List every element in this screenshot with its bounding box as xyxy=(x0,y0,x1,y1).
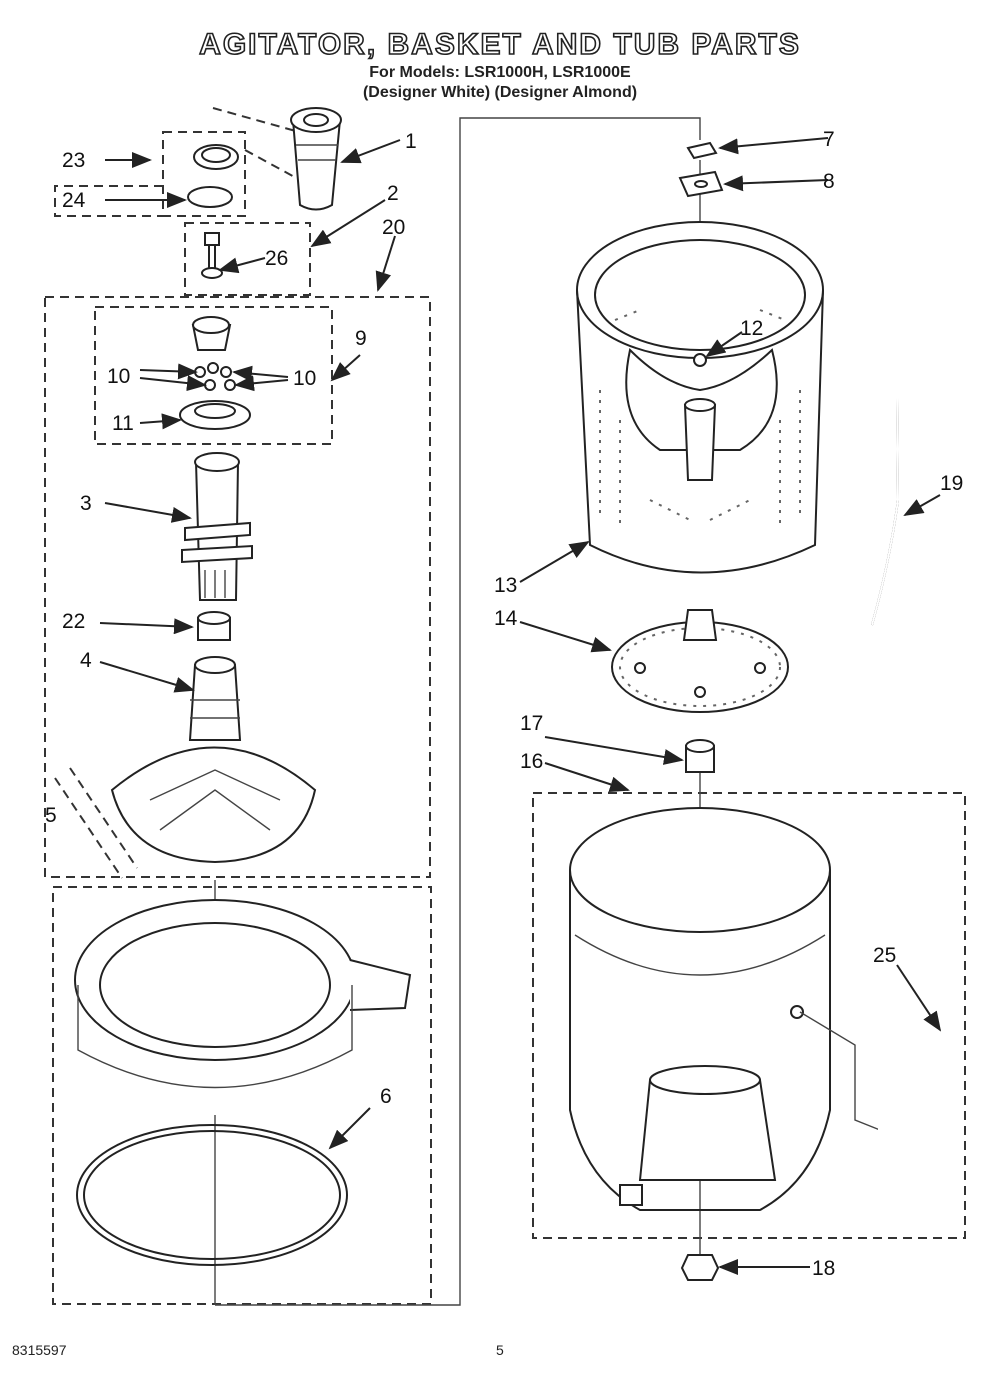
part-26-bolt xyxy=(201,232,223,279)
callout-1: 1 xyxy=(405,130,417,153)
part-3-agitator-barrel xyxy=(181,452,253,601)
callout-20: 20 xyxy=(382,216,405,239)
part-23-cap xyxy=(193,144,239,170)
group-box-23-24 xyxy=(162,131,246,217)
part-16-outer-tub xyxy=(569,807,831,1211)
callout-10-left: 10 xyxy=(107,365,130,388)
callout-16: 16 xyxy=(520,750,543,773)
part-19-hose xyxy=(871,397,900,626)
group-box-5 xyxy=(52,886,432,1305)
callout-8: 8 xyxy=(823,170,835,193)
group-box-20 xyxy=(44,296,431,878)
part-25-drain-hose xyxy=(799,1011,948,1132)
callout-11: 11 xyxy=(112,412,134,435)
axis-connector xyxy=(215,117,701,1306)
part-6-snap-ring xyxy=(76,1124,348,1266)
callout-12: 12 xyxy=(740,317,763,340)
part-22-bearing xyxy=(197,611,231,641)
callout-9: 9 xyxy=(355,327,367,350)
callout-14: 14 xyxy=(494,607,518,630)
callout-7: 7 xyxy=(823,128,835,151)
callout-3: 3 xyxy=(80,492,92,515)
callout-10-right: 10 xyxy=(293,367,316,390)
diagram-title: AGITATOR, BASKET AND TUB PARTS xyxy=(198,27,801,62)
callout-numbers: 1 2 3 4 5 6 7 8 9 10 10 11 12 13 14 16 1… xyxy=(45,128,963,1280)
part-17-seal xyxy=(685,739,715,773)
callout-4: 4 xyxy=(80,649,92,672)
callout-24: 24 xyxy=(62,189,86,212)
part-14-hub xyxy=(611,609,789,713)
callout-19: 19 xyxy=(940,472,963,495)
callout-26: 26 xyxy=(265,247,288,270)
part-13-basket xyxy=(576,221,824,574)
part-24-seal xyxy=(187,186,233,208)
callout-18: 18 xyxy=(812,1257,835,1280)
part-1-dispenser xyxy=(290,107,342,211)
part-18-nut xyxy=(680,1254,720,1281)
part-5-tub-ring xyxy=(74,899,412,1089)
page-number: 5 xyxy=(496,1342,504,1358)
part-9-cam-assembly xyxy=(191,316,236,391)
models-line: For Models: LSR1000H, LSR1000E xyxy=(369,64,631,81)
leader-lines xyxy=(99,137,942,1275)
part-11-ratchet xyxy=(179,400,251,430)
group-box-16 xyxy=(532,792,966,1239)
callout-5: 5 xyxy=(45,804,57,827)
callout-6: 6 xyxy=(380,1085,392,1108)
callout-23: 23 xyxy=(62,149,85,172)
part-7-nut xyxy=(686,141,718,160)
callout-2: 2 xyxy=(387,182,399,205)
callout-17: 17 xyxy=(520,712,543,735)
footer-code: 8315597 xyxy=(12,1342,67,1358)
callout-25: 25 xyxy=(873,944,896,967)
colors-line: (Designer White) (Designer Almond) xyxy=(362,84,638,101)
part-4-agitator-base xyxy=(110,656,317,864)
callout-13: 13 xyxy=(494,574,517,597)
group-box-23-24-ext xyxy=(54,185,163,217)
part-8-plate xyxy=(678,170,724,198)
callout-22: 22 xyxy=(62,610,85,633)
group-box-2 xyxy=(184,222,311,296)
